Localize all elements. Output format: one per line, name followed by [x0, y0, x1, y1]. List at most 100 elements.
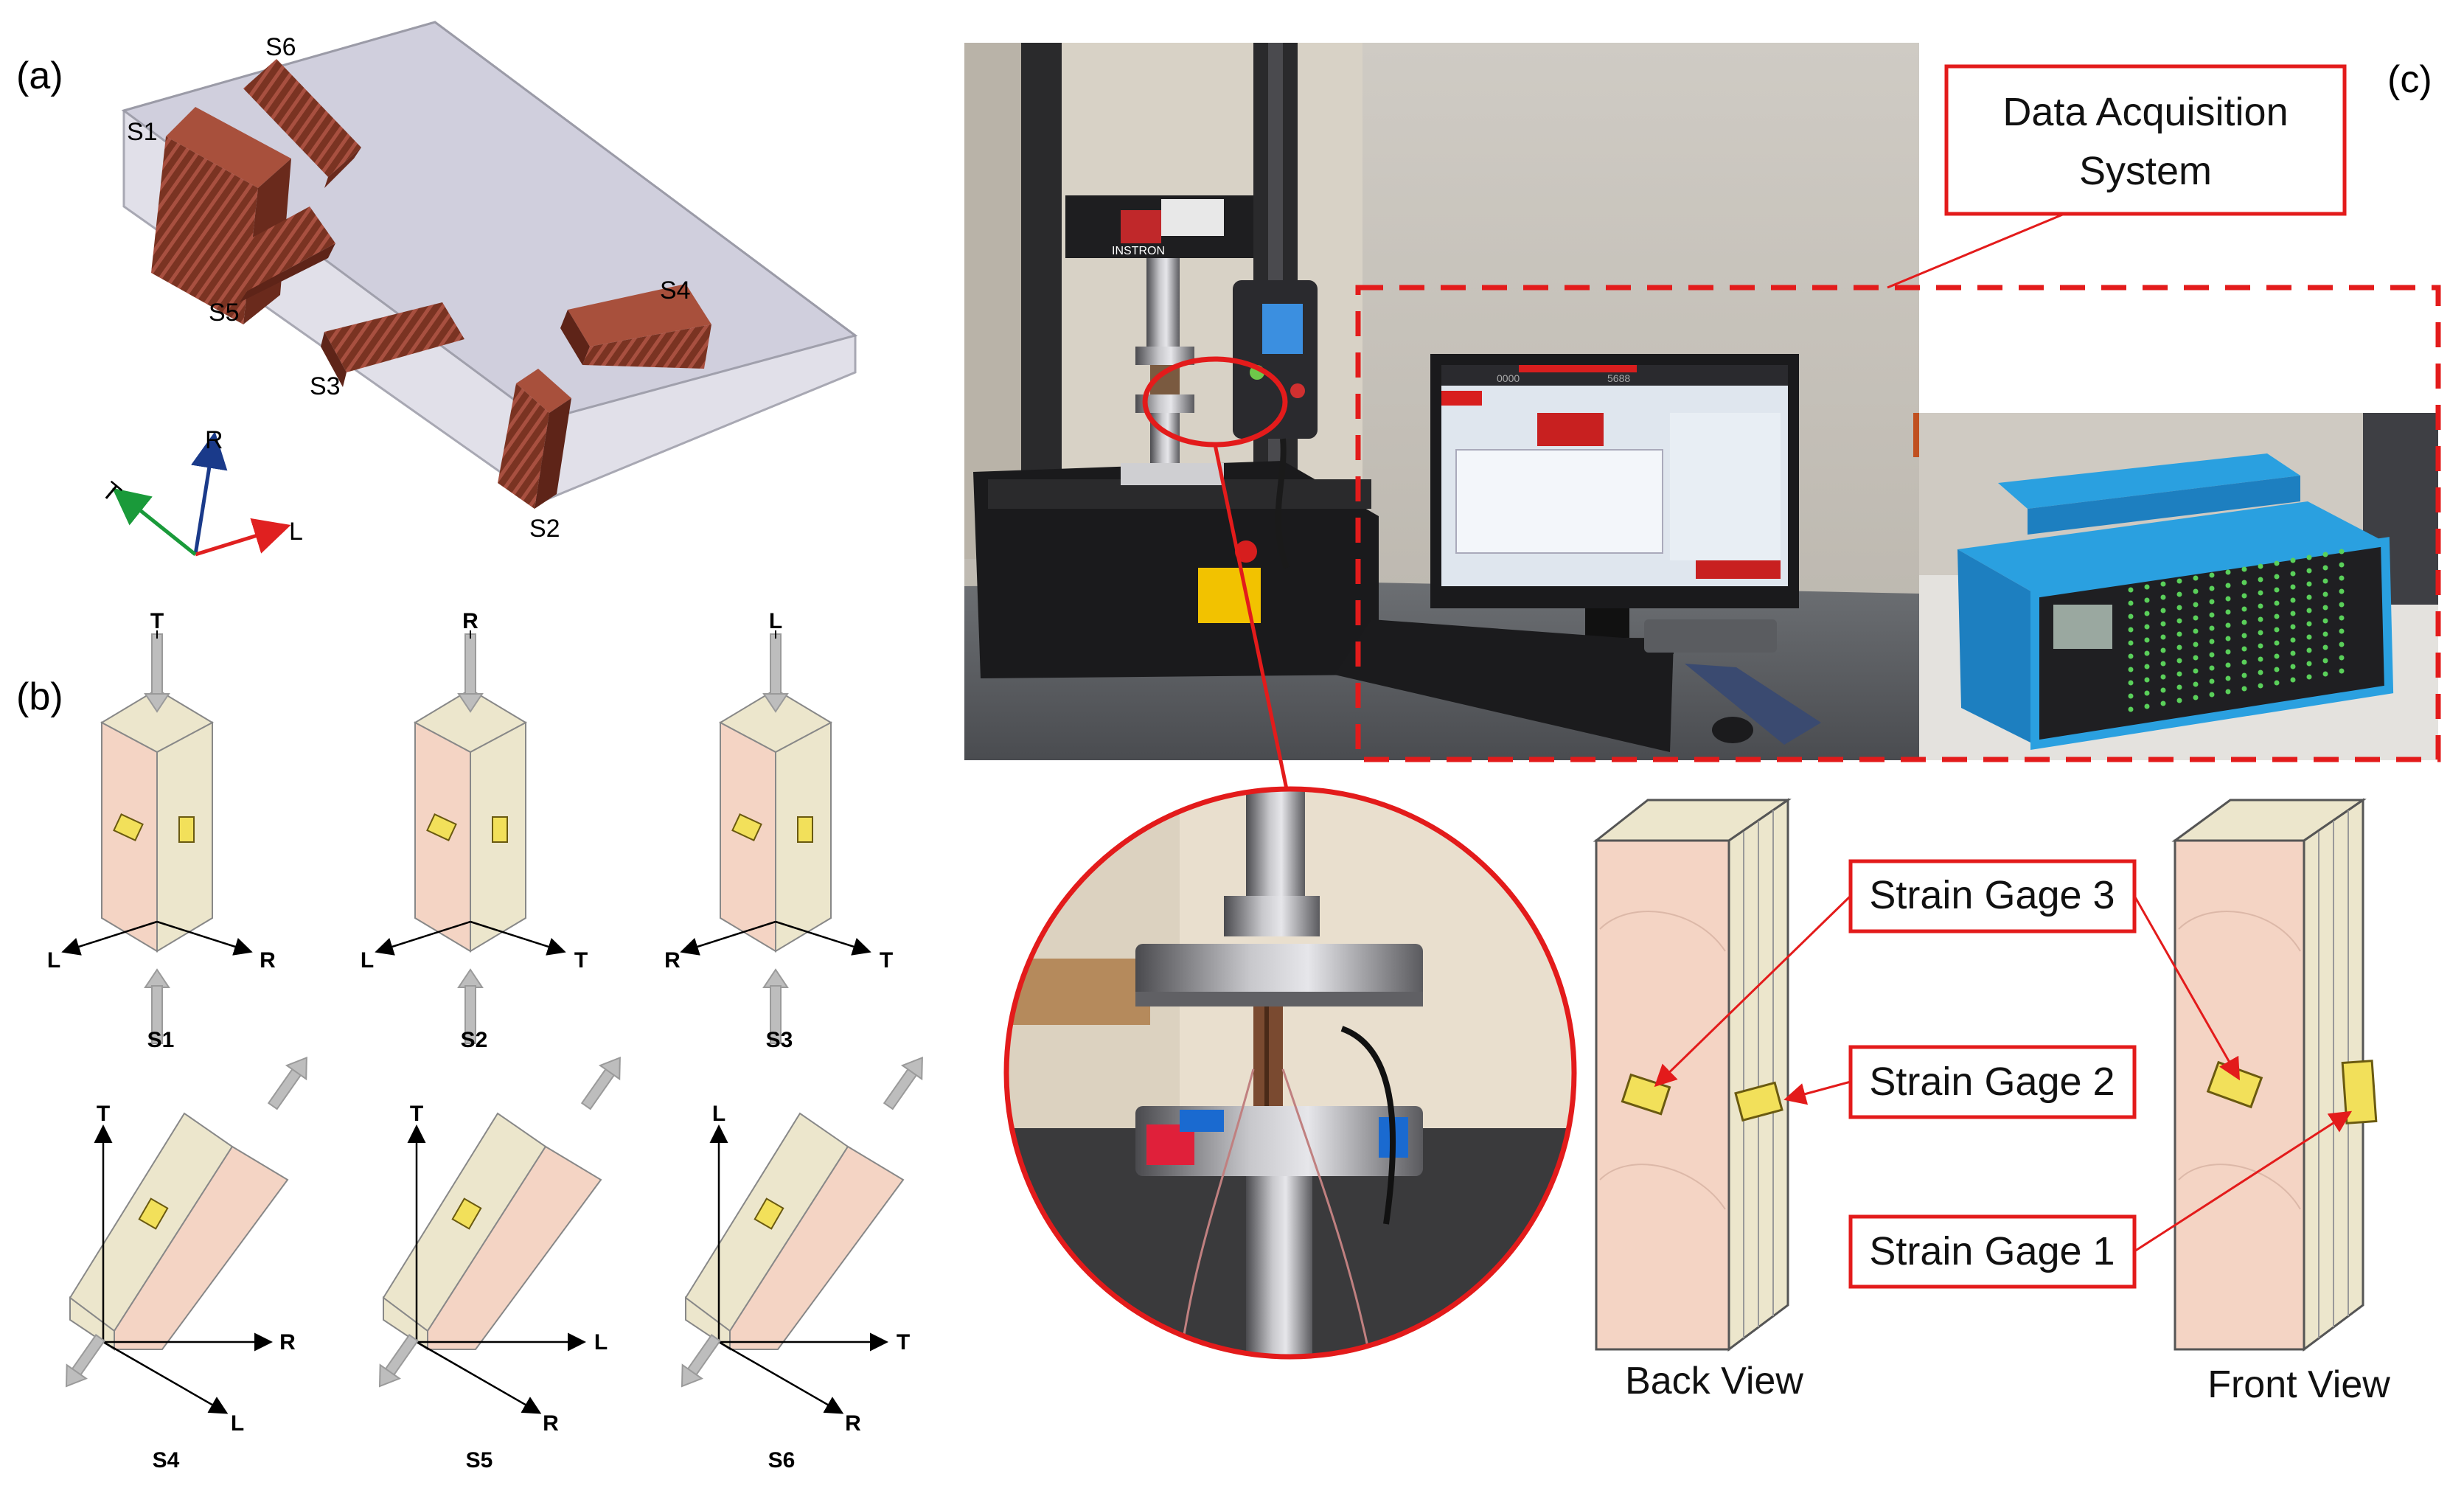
case-label: S4 — [153, 1448, 180, 1473]
daq-led — [2160, 608, 2166, 613]
daq-led — [2209, 599, 2215, 605]
back-view-label: Back View — [1625, 1360, 1803, 1402]
daq-led — [2209, 652, 2215, 658]
daq-led — [2241, 566, 2247, 572]
daq-led — [2241, 672, 2247, 678]
front-view-block — [2171, 798, 2378, 1352]
gage — [451, 1197, 482, 1230]
daq-led — [2144, 677, 2150, 683]
daq-led — [2176, 631, 2182, 637]
daq-led — [2290, 664, 2296, 670]
gage-callouts: Strain Gage 3 Strain Gage 2 Strain Gage … — [1654, 859, 2353, 1289]
panel-c: (c) INSTRON — [964, 43, 2441, 1406]
daq-led — [2225, 622, 2231, 628]
axis-left-label: L — [47, 948, 60, 973]
daq-led — [2290, 650, 2296, 656]
daq-led — [2193, 615, 2199, 621]
daq-led — [2160, 700, 2166, 706]
daq-led — [2241, 619, 2247, 625]
daq-led — [2176, 578, 2182, 584]
daq-led — [2160, 621, 2166, 627]
axis-label-r: R — [205, 426, 223, 454]
axis-diag-label: L — [231, 1411, 244, 1436]
daq-led — [2144, 703, 2150, 709]
daq-led — [2258, 590, 2263, 596]
axis-right-label: R — [260, 948, 276, 973]
daq-callout-box — [1944, 64, 2347, 216]
daq-led — [2193, 602, 2199, 608]
daq-led — [2322, 591, 2328, 597]
daq-led — [2322, 671, 2328, 677]
daq-led — [2225, 675, 2231, 681]
daq-led — [2225, 662, 2231, 668]
daq-led — [2306, 647, 2312, 653]
daq-led — [2128, 613, 2134, 619]
daq-led — [2176, 591, 2182, 597]
daq-led — [2225, 609, 2231, 615]
front-gage-1 — [2341, 1060, 2378, 1124]
daq-led — [2225, 596, 2231, 602]
gage — [113, 813, 144, 841]
daq-led — [2322, 658, 2328, 664]
daq-led — [2193, 655, 2199, 661]
daq-led — [2306, 634, 2312, 640]
gage-3-label: Strain Gage 3 — [1869, 873, 2115, 917]
specimen-s4 — [560, 284, 711, 369]
daq-led — [2258, 643, 2263, 649]
panel-c-label: (c) — [2387, 58, 2432, 101]
daq-led — [2339, 668, 2345, 674]
axis-top-label: T — [150, 609, 164, 633]
gage — [178, 816, 195, 843]
daq-led — [2144, 664, 2150, 670]
daq-led — [2144, 584, 2150, 590]
panel-b-label: (b) — [16, 675, 63, 718]
zoom-circle — [1003, 786, 1577, 1360]
daq-led — [2339, 655, 2345, 661]
daq-led — [2290, 637, 2296, 643]
daq-led — [2322, 565, 2328, 571]
daq-led — [2339, 642, 2345, 647]
gage-2-box — [1848, 1045, 2137, 1119]
daq-led — [2290, 624, 2296, 630]
gage — [731, 813, 762, 841]
case-label: S3 — [766, 1028, 793, 1052]
daq-led — [2160, 661, 2166, 667]
lab-photo: INSTRON 0000 — [964, 43, 1919, 760]
daq-led — [2193, 681, 2199, 687]
axis-top-label: L — [769, 609, 782, 633]
gage — [138, 1197, 169, 1230]
axis-up-label: T — [410, 1102, 423, 1126]
daq-led — [2290, 677, 2296, 683]
daq-led — [2322, 618, 2328, 624]
daq-led — [2258, 577, 2263, 583]
daq-led — [2322, 631, 2328, 637]
daq-led — [2225, 689, 2231, 695]
daq-led — [2241, 659, 2247, 665]
axis-right-label: R — [279, 1330, 296, 1355]
daq-led — [2160, 687, 2166, 693]
daq-led — [2339, 628, 2345, 634]
daq-led — [2241, 686, 2247, 692]
daq-led — [2290, 571, 2296, 577]
daq-led — [2241, 606, 2247, 612]
specimen-label-s5: S5 — [209, 299, 240, 327]
daq-led — [2339, 549, 2345, 554]
axis-right-label: L — [594, 1330, 608, 1355]
axis-left-label: L — [361, 948, 374, 973]
daq-led — [2306, 554, 2312, 560]
panel-a-label: (a) — [16, 55, 63, 97]
daq-led — [2339, 588, 2345, 594]
specimen-s5 — [221, 206, 335, 302]
daq-led — [2209, 585, 2215, 591]
daq-led — [2322, 578, 2328, 584]
back-view-block — [1593, 798, 1792, 1352]
daq-led — [2176, 605, 2182, 611]
daq-led — [2339, 562, 2345, 568]
daq-led — [2144, 650, 2150, 656]
